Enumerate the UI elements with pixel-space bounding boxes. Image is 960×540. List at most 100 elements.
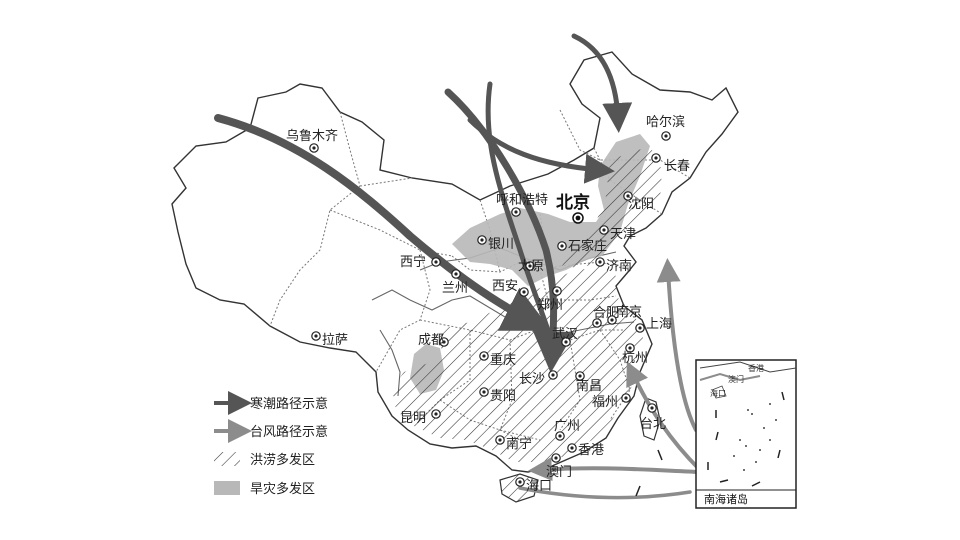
capital-label: 北京 — [556, 192, 590, 213]
city-hangzhou: 杭州 — [622, 343, 648, 366]
city-label-nanjing: 南京 — [616, 304, 642, 320]
typhoon-paths — [518, 258, 702, 500]
city-yinchuan: 银川 — [477, 235, 514, 252]
city-label-haikou: 海口 — [526, 479, 552, 494]
inset-label-haikou: 海口 — [710, 388, 726, 398]
city-label-yinchuan: 银川 — [488, 237, 514, 252]
legend-cold-wave-label: 寒潮路径示意 — [250, 396, 328, 412]
city-wuhan: 武汉 — [552, 327, 578, 347]
city-layer: 乌鲁木齐哈尔滨长春沈阳呼和浩特天津银川石家庄太原济南西宁兰州西安郑州合肥南京上海… — [286, 114, 690, 494]
typhoon-path-north — [656, 258, 698, 432]
city-chengdu: 成都 — [418, 333, 449, 348]
inset-label-macau: 澳门 — [728, 374, 744, 384]
cold-wave-paths — [214, 33, 633, 373]
city-lanzhou: 兰州 — [442, 269, 468, 296]
city-label-jinan: 济南 — [606, 258, 632, 274]
city-label-hohhot: 呼和浩特 — [496, 193, 548, 208]
flood-swatch-icon — [214, 452, 240, 466]
south-china-sea-inset: 香港 澳门 海口 南海诸岛 — [695, 359, 797, 509]
city-fuzhou: 福州 — [592, 393, 631, 410]
city-label-nanchang: 南昌 — [576, 378, 602, 394]
flood-zone-east-south — [392, 266, 644, 462]
city-label-shijiazhuang: 石家庄 — [568, 238, 607, 254]
city-label-guangzhou: 广州 — [554, 419, 580, 434]
city-label-xining: 西宁 — [400, 254, 426, 270]
city-hohhot: 呼和浩特 — [496, 193, 548, 217]
city-guangzhou: 广州 — [554, 419, 580, 441]
city-label-fuzhou: 福州 — [592, 395, 618, 410]
city-label-urumqi: 乌鲁木齐 — [286, 128, 338, 144]
flood-zone-northeast — [562, 146, 662, 268]
drought-swatch-icon — [214, 481, 240, 495]
city-changsha: 长沙 — [519, 370, 558, 387]
city-label-macau: 澳门 — [546, 464, 572, 480]
flood-zones — [392, 146, 662, 462]
city-label-taiyuan: 太原 — [518, 259, 544, 274]
city-label-changchun: 长春 — [664, 159, 690, 174]
city-harbin: 哈尔滨 — [646, 114, 685, 141]
city-kunming: 昆明 — [400, 409, 441, 426]
city-nanjing: 南京 — [607, 304, 642, 325]
city-label-tianjin: 天津 — [610, 227, 636, 242]
cold-wave-path-north-b — [485, 81, 566, 365]
capital-marker: 北京 — [556, 192, 590, 224]
legend-flood-label: 洪涝多发区 — [250, 452, 315, 468]
city-shijiazhuang: 石家庄 — [557, 238, 607, 254]
city-label-shanghai: 上海 — [646, 317, 672, 332]
city-macau: 澳门 — [546, 453, 572, 480]
city-shanghai: 上海 — [635, 317, 672, 333]
inset-title: 南海诸岛 — [704, 492, 748, 506]
city-label-hongkong: 香港 — [578, 443, 604, 458]
city-taipei: 台北 — [640, 403, 666, 432]
city-nanchang: 南昌 — [575, 371, 602, 394]
city-nanning: 南宁 — [495, 435, 532, 452]
city-label-hangzhou: 杭州 — [622, 351, 648, 366]
city-xian: 西安 — [492, 279, 529, 297]
city-label-taipei: 台北 — [640, 417, 666, 432]
city-urumqi: 乌鲁木齐 — [286, 128, 338, 153]
city-taiyuan: 太原 — [518, 259, 544, 274]
cold-wave-path-mongolia — [467, 117, 615, 184]
city-label-changsha: 长沙 — [519, 372, 545, 387]
typhoon-path-east — [626, 361, 702, 472]
city-hongkong: 香港 — [567, 443, 604, 458]
legend-drought-label: 旱灾多发区 — [250, 481, 315, 497]
city-label-chongqing: 重庆 — [490, 352, 516, 368]
city-xining: 西宁 — [400, 254, 441, 270]
inset-islands — [733, 403, 777, 471]
city-lhasa: 拉萨 — [311, 331, 348, 348]
legend-cold-wave: 寒潮路径示意 — [214, 391, 328, 415]
legend-drought: 旱灾多发区 — [214, 481, 315, 497]
city-jinan: 济南 — [595, 257, 632, 274]
legend-flood: 洪涝多发区 — [214, 452, 315, 468]
city-label-harbin: 哈尔滨 — [646, 114, 685, 130]
inset-dash-lines — [707, 391, 785, 487]
inset-label-hongkong: 香港 — [748, 363, 764, 373]
city-label-guiyang: 贵阳 — [490, 389, 516, 404]
city-label-chengdu: 成都 — [418, 333, 444, 348]
legend-typhoon-label: 台风路径示意 — [250, 424, 328, 440]
inset-frame — [695, 359, 797, 509]
city-shenyang: 沈阳 — [623, 191, 654, 212]
cold-wave-path-northeast — [571, 33, 633, 133]
city-chongqing: 重庆 — [479, 351, 516, 368]
city-zhengzhou: 郑州 — [537, 286, 563, 313]
city-label-nanning: 南宁 — [506, 436, 532, 452]
city-tianjin: 天津 — [599, 225, 636, 242]
sea-dash-marks — [635, 449, 663, 497]
city-label-xian: 西安 — [492, 279, 518, 294]
typhoon-path-hainan — [518, 486, 692, 500]
city-guiyang: 贵阳 — [479, 387, 516, 404]
typhoon-path-south — [528, 457, 702, 482]
city-changchun: 长春 — [651, 153, 690, 174]
cold-wave-path-west — [214, 114, 552, 331]
city-label-kunming: 昆明 — [400, 411, 426, 426]
legend: 寒潮路径示意 台风路径示意 洪涝多发区 旱灾多发区 — [214, 391, 328, 497]
legend-typhoon: 台风路径示意 — [214, 419, 328, 443]
city-label-lanzhou: 兰州 — [442, 281, 468, 296]
city-label-shenyang: 沈阳 — [628, 197, 654, 212]
city-haikou: 海口 — [515, 477, 552, 494]
city-label-wuhan: 武汉 — [552, 327, 578, 342]
city-label-lhasa: 拉萨 — [322, 333, 348, 348]
